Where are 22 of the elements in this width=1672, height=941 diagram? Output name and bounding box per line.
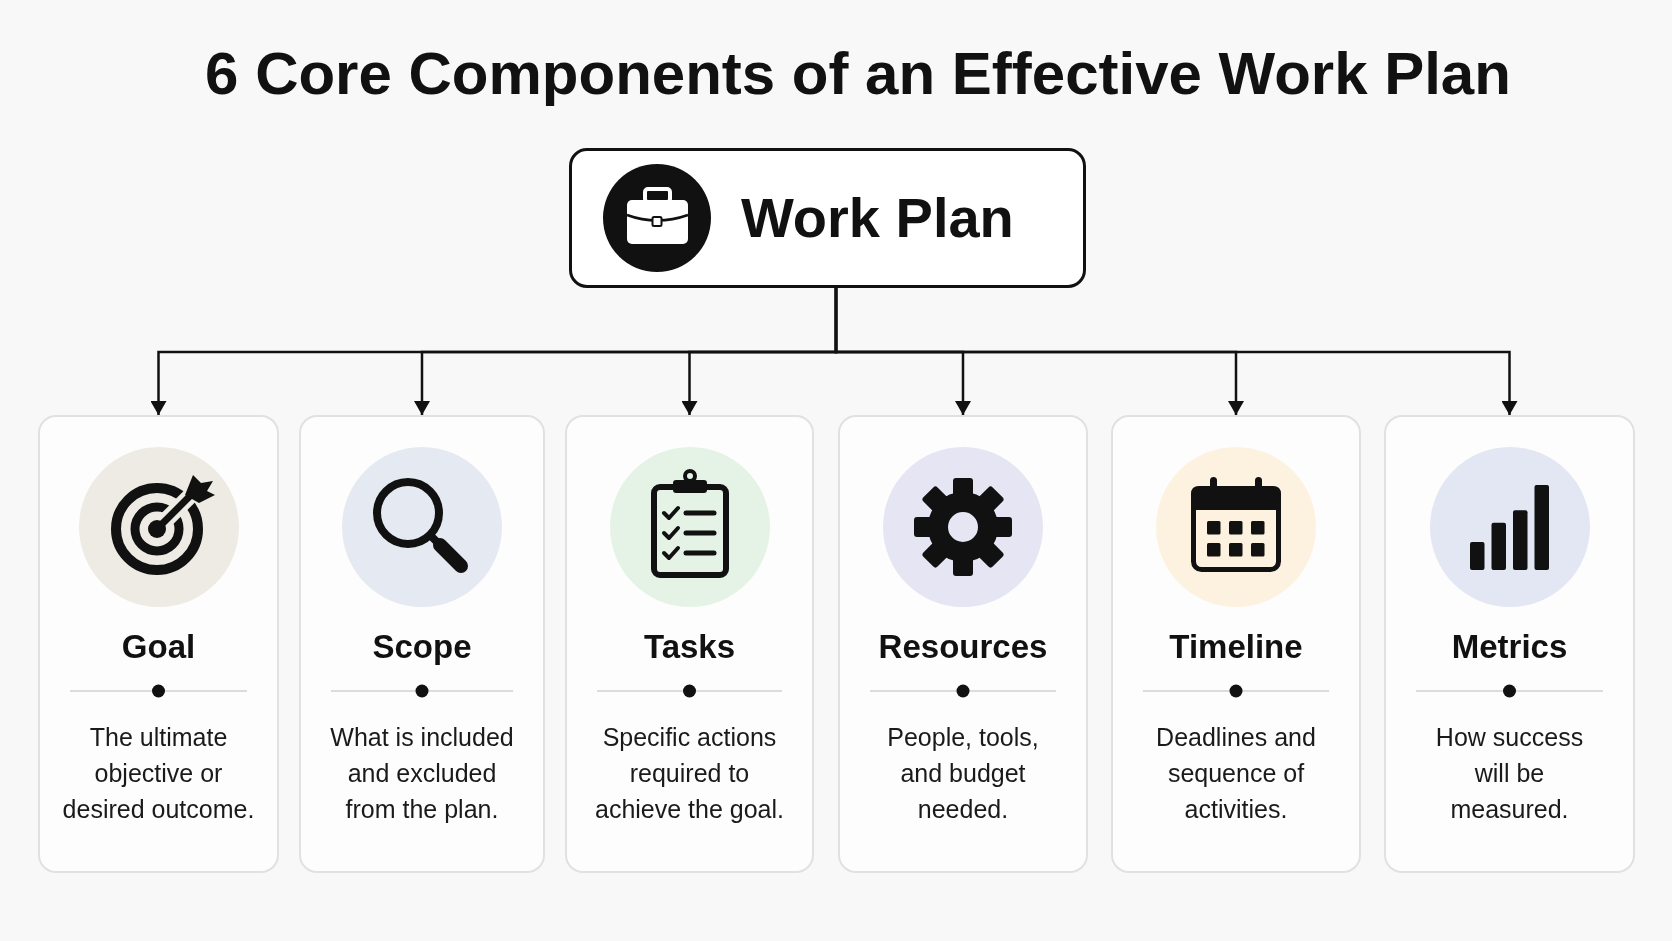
connector-arrow [834,288,1518,415]
node-title: Scope [372,627,472,667]
node-description: What is included and excluded from the plan. [329,722,515,825]
node-title: Resources [878,627,1048,667]
node-description: The ultimate objective or desired outcome. [61,722,256,825]
node-description: People, tools, and budget needed. [886,722,1040,825]
component-card [565,415,814,873]
node-title: Metrics [1451,627,1568,667]
component-card [1384,415,1635,873]
component-card [38,415,279,873]
node-description: Specific actions required to achieve the goal. [594,722,785,825]
node-description: Deadlines and sequence of activities. [1155,722,1317,825]
node-title: Timeline [1169,627,1303,667]
process-box [569,148,1086,288]
component-card [1111,415,1361,873]
component-card [838,415,1088,873]
component-card [299,415,545,873]
node-title: Tasks [643,627,736,667]
title: 6 Core Components of an Effective Work Plan [205,40,1511,108]
node-description: How success will be measured. [1434,722,1585,825]
node-title: Work Plan [741,186,1014,250]
node-title: Goal [121,627,196,667]
